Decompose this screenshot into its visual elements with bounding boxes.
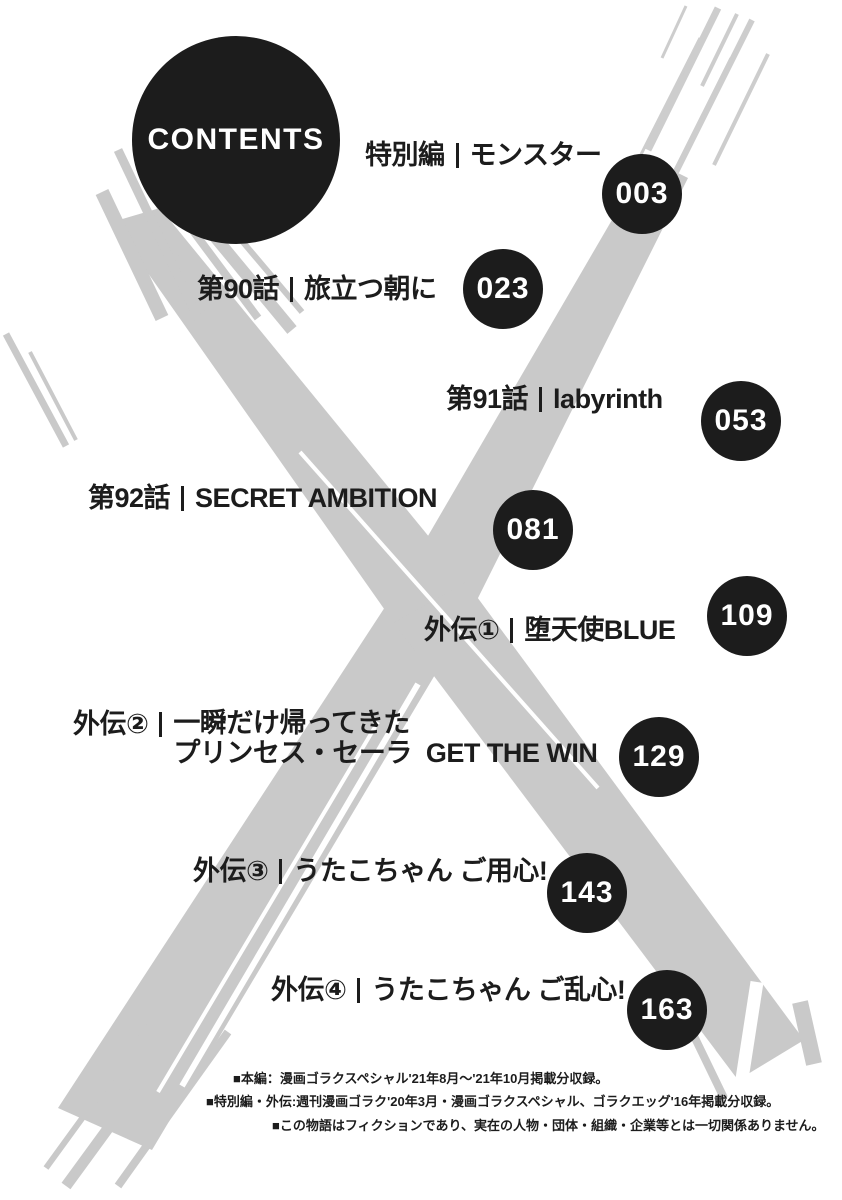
toc-entry-gaiden1: 外伝① 堕天使BLUE (424, 615, 676, 645)
entry-title: SECRET AMBITION (195, 483, 438, 513)
page-number-badge: 081 (493, 490, 573, 570)
page-number-badge: 023 (463, 249, 543, 329)
entry-title: モンスター (469, 140, 602, 170)
page-number-badge: 109 (707, 576, 787, 656)
toc-entry-special: 特別編 モンスター (365, 140, 602, 170)
separator-bar (279, 859, 283, 884)
separator-bar (181, 486, 185, 511)
page-number-badge: 053 (701, 381, 781, 461)
page-number-badge: 163 (627, 970, 707, 1050)
entry-label: 特別編 (365, 140, 445, 170)
toc-entry-gaiden3: 外伝③ うたこちゃん ご用心! (193, 856, 548, 886)
page-number-badge: 143 (547, 853, 627, 933)
separator-bar (290, 277, 294, 302)
entry-label: 外伝② (73, 709, 149, 739)
separator-bar (159, 712, 163, 737)
toc-entry-ch91: 第91話 labyrinth (446, 385, 663, 413)
separator-bar (539, 387, 543, 412)
page-number: 003 (615, 177, 669, 210)
entry-title: 旅立つ朝に (304, 274, 437, 304)
footer-note-3: ■この物語はフィクションであり、実在の人物・団体・組織・企業等とは一切関係ありま… (272, 1118, 825, 1133)
page-number: 129 (632, 740, 686, 773)
brush-white-texture (156, 85, 764, 1094)
page-number: 081 (506, 513, 560, 546)
entry-label: 第92話 (88, 483, 171, 513)
entry-label: 外伝③ (193, 856, 269, 886)
entry-label: 外伝④ (271, 975, 347, 1005)
page-number-badge: 003 (602, 154, 682, 234)
footer-note-1: ■本編：漫画ゴラクスペシャル'21年8月～'21年10月掲載分収録。 (233, 1071, 609, 1086)
brush-stroke-bodies (58, 158, 804, 1150)
page-number: 023 (476, 272, 530, 305)
contents-title-circle: CONTENTS (132, 36, 340, 244)
page-title: CONTENTS (147, 123, 325, 156)
page-number: 143 (560, 876, 614, 909)
footer-note-2: ■特別編・外伝:週刊漫画ゴラク'20年3月・漫画ゴラクスペシャル、ゴラクエッグ'… (206, 1094, 780, 1109)
toc-entry-gaiden2: 外伝② 一瞬だけ帰ってきた プリンセス・セーラ GET THE WIN (73, 708, 598, 770)
page-number-badge: 129 (619, 717, 699, 797)
entry-title: 一瞬だけ帰ってきた (173, 708, 410, 738)
separator-bar (357, 978, 361, 1003)
brush-end-fingers (43, 1000, 822, 1190)
entry-title: 堕天使BLUE (524, 615, 676, 645)
page-number: 163 (640, 993, 694, 1026)
toc-entry-ch92: 第92話 SECRET AMBITION (88, 483, 438, 513)
entry-title: うたこちゃん ご乱心! (371, 975, 626, 1005)
page-number: 109 (720, 599, 774, 632)
page-number: 053 (714, 404, 768, 437)
toc-entry-ch90: 第90話 旅立つ朝に (197, 275, 437, 303)
entry-title: うたこちゃん ご用心! (293, 856, 548, 886)
entry-subtitle: プリンセス・セーラ GET THE WIN (173, 738, 598, 768)
entry-label: 第90話 (197, 274, 280, 304)
separator-bar (455, 143, 459, 168)
separator-bar (510, 618, 514, 643)
entry-label: 第91話 (446, 384, 529, 414)
entry-title: labyrinth (553, 384, 663, 414)
entry-label: 外伝① (424, 615, 500, 645)
entry-title-block: 一瞬だけ帰ってきた プリンセス・セーラ GET THE WIN (173, 708, 598, 770)
toc-entry-gaiden4: 外伝④ うたこちゃん ご乱心! (271, 975, 626, 1005)
